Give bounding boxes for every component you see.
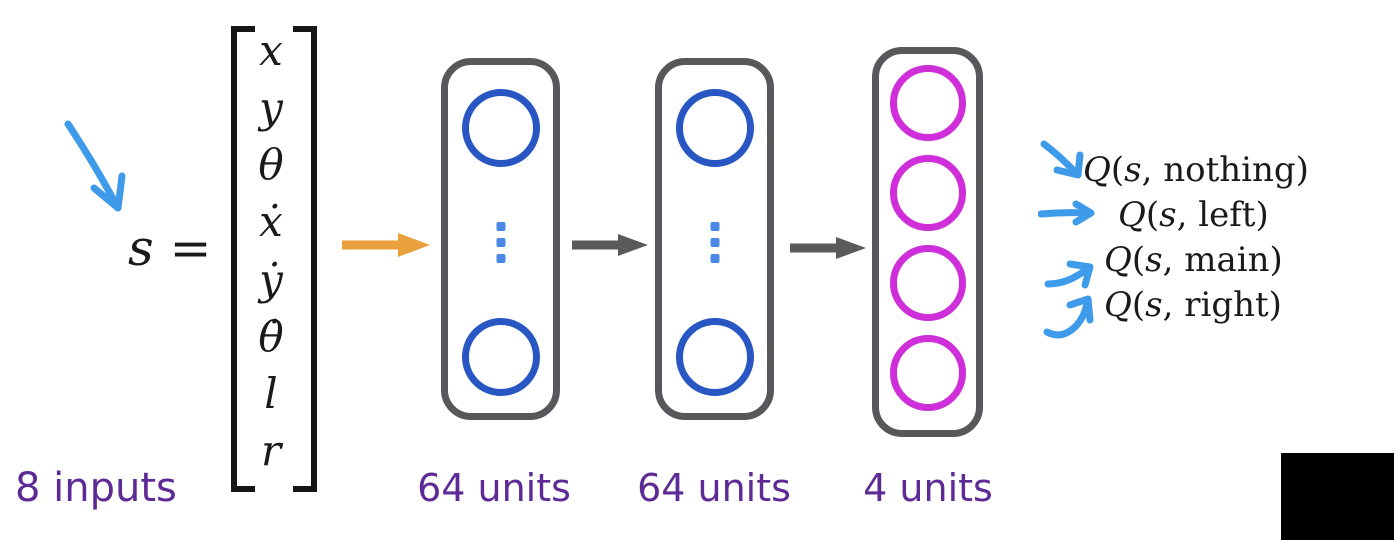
- state-vector: x y θ ẋ ẏ θ̇ l r: [240, 26, 302, 478]
- ellipsis-dot-icon: [710, 238, 719, 247]
- q-left-arrow-icon: [1038, 200, 1095, 226]
- vector-row: θ̇: [258, 311, 284, 361]
- layer-arrow-icon: [572, 234, 648, 256]
- q-right-arrow-icon: [1043, 295, 1094, 339]
- pointer-arrow-icon: [64, 120, 126, 212]
- neuron-node: [461, 318, 540, 396]
- output-node: [889, 65, 966, 141]
- vector-row: l: [264, 368, 278, 418]
- ellipsis-dot-icon: [496, 254, 505, 263]
- output-node: [889, 245, 966, 321]
- vector-row: x: [259, 26, 283, 75]
- layer-arrow-icon: [790, 237, 866, 259]
- q-value-right: Q(s, right): [1104, 285, 1282, 325]
- q-value-left: Q(s, left): [1118, 195, 1269, 235]
- ellipsis-dot-icon: [496, 222, 505, 231]
- corner-video-overlay: [1281, 453, 1394, 540]
- state-equation: s =: [128, 222, 211, 274]
- vector-left-bracket: [231, 26, 255, 492]
- neuron-node: [675, 318, 754, 396]
- hidden1-units-label: 64 units: [417, 466, 571, 510]
- q-value-nothing: Q(s, nothing): [1083, 150, 1309, 190]
- state-symbol: s: [128, 219, 154, 277]
- output-units-label: 4 units: [863, 466, 993, 510]
- output-node: [889, 155, 966, 231]
- output-layer: [872, 47, 983, 437]
- input-arrow-icon: [342, 233, 430, 257]
- vector-right-bracket: [293, 26, 317, 492]
- q-nothing-arrow-icon: [1040, 140, 1084, 179]
- neuron-node: [675, 89, 754, 167]
- vector-row: θ: [258, 140, 284, 190]
- inputs-count-label: 8 inputs: [15, 465, 177, 511]
- vector-row: ẏ: [259, 254, 283, 304]
- hidden-layer-1: [441, 58, 560, 420]
- hidden-layer-2: [655, 58, 774, 420]
- q-main-arrow-icon: [1044, 260, 1094, 289]
- vector-row: y: [259, 83, 283, 133]
- output-node: [889, 335, 966, 411]
- vector-row: ẋ: [259, 197, 283, 247]
- equals-sign: =: [169, 219, 212, 277]
- q-value-main: Q(s, main): [1104, 240, 1283, 280]
- ellipsis-dot-icon: [710, 222, 719, 231]
- neuron-node: [461, 89, 540, 167]
- hidden2-units-label: 64 units: [637, 466, 791, 510]
- ellipsis-dot-icon: [710, 254, 719, 263]
- vector-row: r: [260, 425, 282, 475]
- ellipsis-dot-icon: [496, 238, 505, 247]
